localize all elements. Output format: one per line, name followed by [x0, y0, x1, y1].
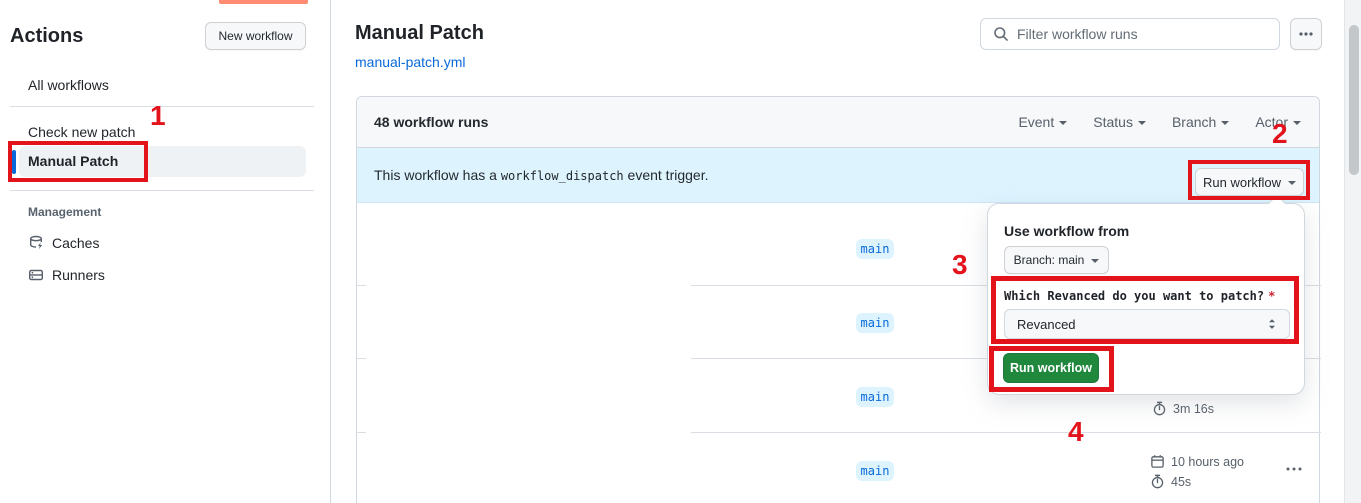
- runs-list-header: 48 workflow runs Event Status Branch Act…: [357, 97, 1319, 148]
- sidebar-item-runners[interactable]: Runners: [28, 267, 105, 283]
- row-separator-stub: [357, 285, 366, 286]
- sidebar-item-manual-patch-label: Manual Patch: [28, 153, 119, 169]
- new-workflow-button[interactable]: New workflow: [205, 22, 306, 50]
- sidebar-item-runners-label: Runners: [52, 267, 105, 283]
- workflow-file-link[interactable]: manual-patch.yml: [355, 54, 466, 70]
- management-section-header: Management: [28, 205, 102, 219]
- filter-event[interactable]: Event: [1018, 114, 1068, 130]
- selected-item-accent-bar: [12, 150, 16, 174]
- filter-status[interactable]: Status: [1093, 114, 1146, 130]
- sidebar-divider: [330, 0, 331, 503]
- revanced-select[interactable]: Revanced: [1004, 309, 1290, 339]
- chevron-down-icon: [1137, 121, 1146, 125]
- filter-runs-search[interactable]: [980, 18, 1280, 50]
- run-duration: 3m 16s: [1152, 401, 1214, 416]
- branch-badge[interactable]: main: [856, 313, 894, 333]
- workflow-input-label: Which Revanced do you want to patch?*: [1004, 289, 1276, 303]
- run-workflow-dropdown-panel: Use workflow from Branch: main Which Rev…: [987, 194, 1305, 395]
- banner-text: This workflow has a workflow_dispatch ev…: [374, 167, 709, 183]
- filter-actor[interactable]: Actor: [1255, 114, 1301, 130]
- kebab-icon: [1286, 467, 1302, 471]
- chevron-down-icon: [1221, 121, 1230, 125]
- branch-badge[interactable]: main: [856, 239, 894, 259]
- sidebar-title: Actions: [10, 25, 84, 47]
- sidebar-item-check-new-patch[interactable]: Check new patch: [28, 124, 136, 140]
- sidebar-item-manual-patch[interactable]: [19, 146, 306, 177]
- sidebar-item-caches[interactable]: Caches: [28, 235, 99, 251]
- selected-tab-indicator: [219, 0, 308, 4]
- row-separator-stub: [357, 358, 366, 359]
- kebab-icon: [1299, 32, 1313, 36]
- workflow-runs-count: 48 workflow runs: [374, 114, 489, 130]
- calendar-icon: [1150, 454, 1165, 469]
- search-icon: [993, 26, 1009, 42]
- branch-badge[interactable]: main: [856, 387, 894, 407]
- runners-icon: [28, 267, 44, 283]
- required-asterisk: *: [1268, 289, 1276, 303]
- scrollbar-track[interactable]: [1344, 0, 1361, 503]
- stopwatch-icon: [1152, 401, 1167, 416]
- sidebar-separator: [10, 190, 314, 191]
- cache-icon: [28, 235, 44, 251]
- search-input[interactable]: [1017, 26, 1267, 42]
- select-updown-icon: [1265, 317, 1279, 331]
- page-title: Manual Patch: [355, 22, 484, 44]
- branch-select-button[interactable]: Branch: main: [1004, 246, 1109, 274]
- chevron-down-icon: [1293, 121, 1301, 125]
- filter-branch[interactable]: Branch: [1172, 114, 1230, 130]
- workflow-options-kebab-button[interactable]: [1290, 18, 1322, 50]
- sidebar-item-caches-label: Caches: [52, 235, 100, 251]
- scrollbar-thumb[interactable]: [1349, 25, 1359, 175]
- run-workflow-dropdown-button[interactable]: Run workflow: [1195, 168, 1304, 196]
- sidebar-separator: [10, 106, 314, 107]
- chevron-down-icon: [1059, 121, 1068, 125]
- row-separator-stub: [357, 432, 366, 433]
- use-workflow-from-label: Use workflow from: [1004, 223, 1130, 239]
- run-duration: 45s: [1150, 474, 1191, 489]
- run-workflow-submit-button[interactable]: Run workflow: [1003, 353, 1099, 383]
- run-date: 10 hours ago: [1150, 454, 1244, 469]
- runs-filters: Event Status Branch Actor: [1018, 114, 1301, 130]
- row-separator: [691, 432, 1321, 433]
- run-row-kebab-button[interactable]: [1282, 461, 1306, 477]
- chevron-down-icon: [1091, 259, 1100, 263]
- workflow-dispatch-banner: This workflow has a workflow_dispatch ev…: [357, 148, 1319, 203]
- sidebar-item-all-workflows[interactable]: All workflows: [28, 77, 109, 93]
- chevron-down-icon: [1288, 181, 1297, 185]
- workflow-dispatch-code: workflow_dispatch: [500, 169, 624, 183]
- stopwatch-icon: [1150, 474, 1165, 489]
- branch-badge[interactable]: main: [856, 461, 894, 481]
